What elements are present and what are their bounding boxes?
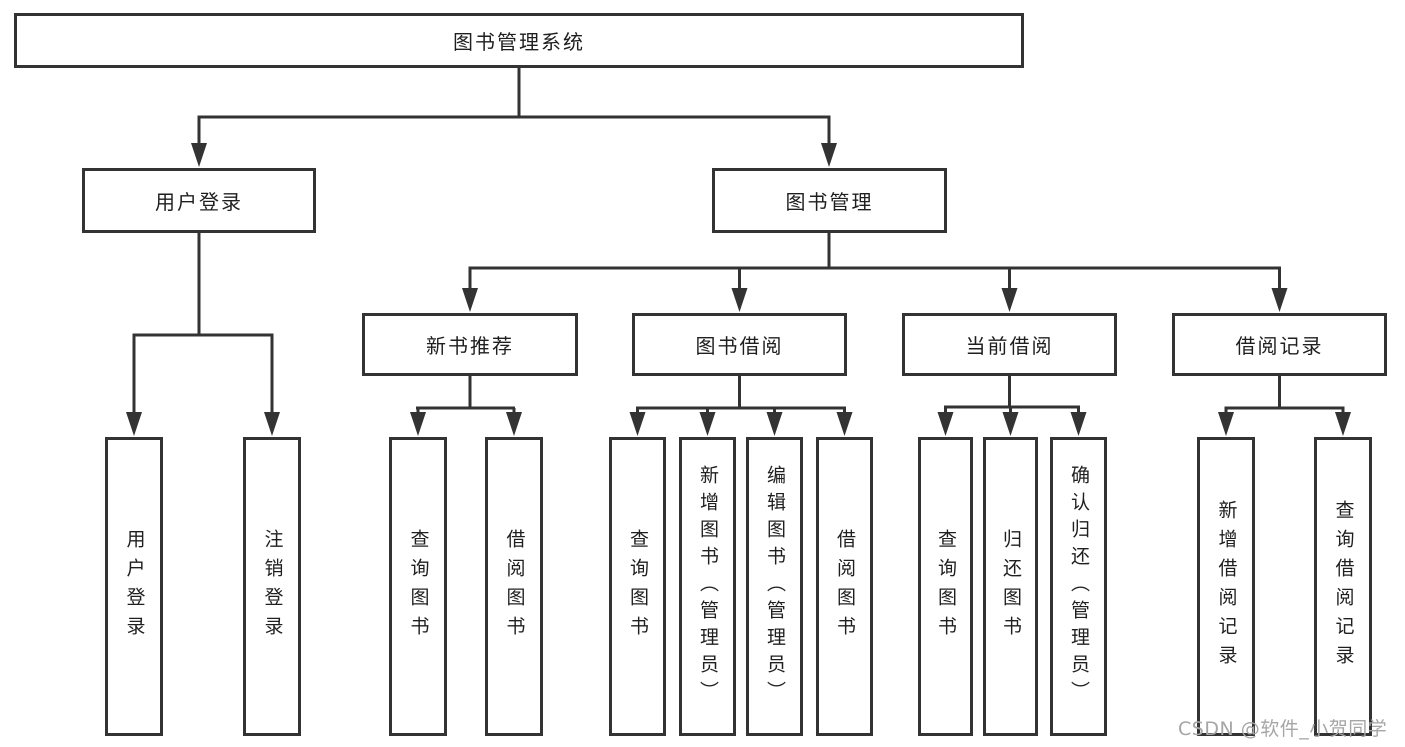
arrowhead-icon — [1335, 412, 1351, 436]
arrowhead-icon — [126, 412, 142, 436]
node-current-borrowing: 当前借阅 — [902, 313, 1117, 376]
arrowhead-icon — [937, 412, 954, 436]
arrowhead-icon — [462, 288, 478, 312]
arrowhead-icon — [766, 412, 783, 436]
arrowhead-icon — [1002, 412, 1019, 436]
leaf-records-query-record: 查询借阅记录 — [1314, 437, 1372, 736]
arrowhead-icon — [1001, 288, 1018, 312]
leaf-current-query-books: 查询图书 — [918, 437, 973, 736]
node-library-management-system: 图书管理系统 — [14, 13, 1024, 68]
leaf-newbook-borrow-books: 借阅图书 — [485, 437, 543, 736]
leaf-current-return-books: 归还图书 — [983, 437, 1038, 736]
arrowhead-icon — [1271, 288, 1288, 312]
arrowhead-icon — [836, 412, 853, 436]
arrowhead-icon — [731, 288, 748, 312]
arrowhead-icon — [821, 143, 837, 167]
arrowhead-icon — [410, 412, 426, 436]
node-book-borrowing: 图书借阅 — [632, 313, 847, 376]
arrowhead-icon — [506, 412, 522, 436]
leaf-borrow-query-books: 查询图书 — [609, 437, 666, 736]
leaf-user-login: 用户登录 — [105, 437, 163, 736]
leaf-logout: 注销登录 — [243, 437, 301, 736]
arrowhead-icon — [699, 412, 716, 436]
node-book-management: 图书管理 — [712, 168, 947, 233]
arrowhead-icon — [1218, 412, 1234, 436]
leaf-newbook-query-books: 查询图书 — [389, 437, 447, 736]
leaf-current-confirm-return-admin: 确认归还（管理员） — [1050, 437, 1107, 736]
leaf-borrow-add-books-admin: 新增图书（管理员） — [679, 437, 736, 736]
arrowhead-icon — [1070, 412, 1087, 436]
node-new-book-recommendation: 新书推荐 — [362, 313, 578, 376]
arrowhead-icon — [264, 412, 280, 436]
node-borrowing-records: 借阅记录 — [1172, 313, 1387, 376]
arrowhead-icon — [191, 143, 207, 167]
node-user-login: 用户登录 — [82, 168, 316, 233]
leaf-borrow-borrow-books: 借阅图书 — [816, 437, 873, 736]
leaf-borrow-edit-books-admin: 编辑图书（管理员） — [746, 437, 803, 736]
leaf-records-add-record: 新增借阅记录 — [1197, 437, 1255, 736]
arrowhead-icon — [629, 412, 646, 436]
watermark: CSDN @软件_小贺同学 — [1178, 718, 1388, 740]
